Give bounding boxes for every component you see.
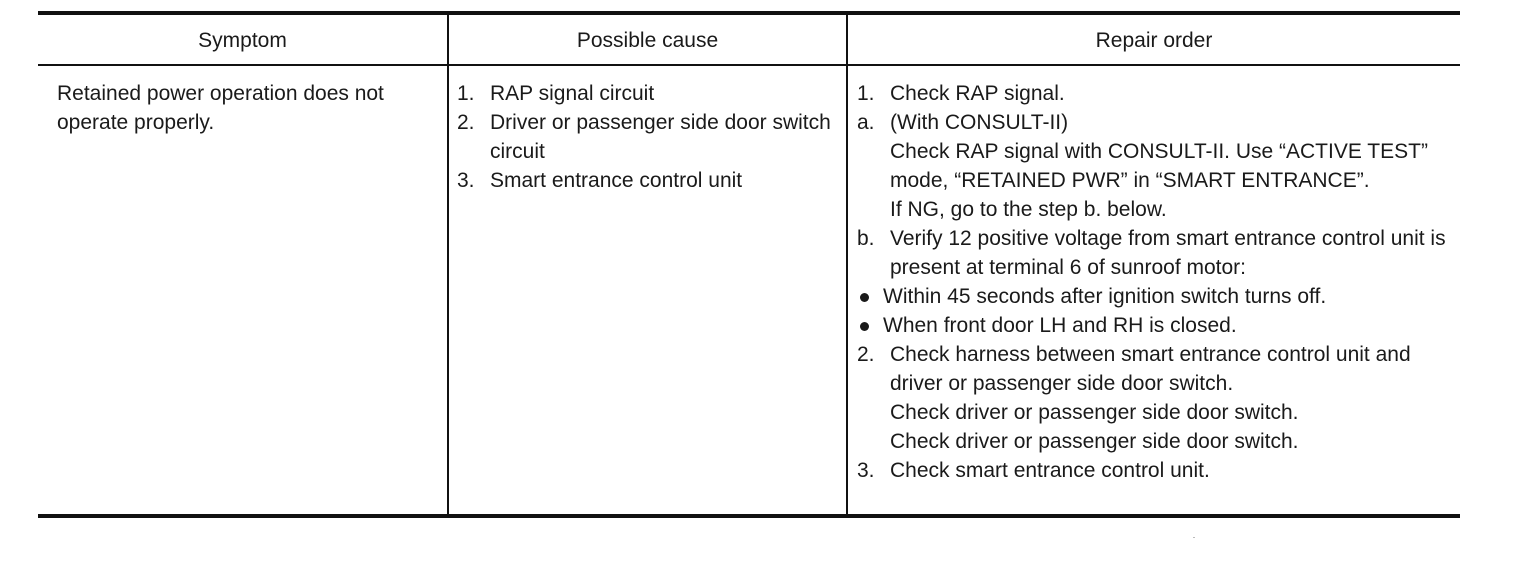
symptom-text: Retained power operation does not operat… [57,82,384,134]
bullet-text: When front door LH and RH is closed. [883,314,1237,337]
scan-speck [1193,537,1195,538]
symptom-cell: Retained power operation does not operat… [57,79,442,137]
repair-step-text: (With CONSULT-II) [890,111,1069,134]
item-number: 3. [457,169,475,192]
repair-step-1: 1. Check RAP signal. [857,79,1457,108]
header-possible-cause: Possible cause [576,29,719,52]
troubleshooting-table: Symptom Possible cause Repair order Reta… [38,11,1460,518]
repair-step-text: Check smart entrance control unit. [890,459,1210,482]
item-number: 1. [857,82,875,105]
repair-step-text: Check RAP signal. [890,82,1065,105]
repair-step-3: 3. Check smart entrance control unit. [857,456,1457,485]
item-number: 2. [457,111,475,134]
header-repair-order: Repair order [1095,29,1213,52]
repair-substep-a-detail: Check RAP signal with CONSULT-II. Use “A… [890,140,1428,192]
repair-step-2: 2. Check harness between smart entrance … [857,340,1457,398]
repair-step-2-line: Check driver or passenger side door swit… [890,430,1299,453]
cause-text: RAP signal circuit [490,82,655,105]
cause-text: Smart entrance control unit [490,169,743,192]
cause-text: Driver or passenger side door switch cir… [490,111,831,163]
item-letter: b. [857,227,875,250]
bullet-text: Within 45 seconds after ignition switch … [883,285,1327,308]
list-item: 3. Smart entrance control unit [457,166,842,195]
item-number: 1. [457,82,475,105]
bullet-item: When front door LH and RH is closed. [857,311,1457,340]
list-item: 1. RAP signal circuit [457,79,842,108]
column-divider [447,15,449,514]
item-letter: a. [857,111,875,134]
repair-step-text: Check harness between smart entrance con… [890,343,1411,395]
column-divider [846,15,848,514]
item-number: 2. [857,343,875,366]
repair-step-text: Verify 12 positive voltage from smart en… [890,227,1446,279]
bullet-item: Within 45 seconds after ignition switch … [857,282,1457,311]
possible-cause-cell: 1. RAP signal circuit 2. Driver or passe… [457,79,842,195]
table-header-row: Symptom Possible cause Repair order [38,15,1460,66]
repair-order-cell: 1. Check RAP signal. a. (With CONSULT-II… [857,79,1457,485]
list-item: 2. Driver or passenger side door switch … [457,108,842,166]
repair-substep-a-ng: If NG, go to the step b. below. [890,198,1167,221]
repair-step-2-line: Check driver or passenger side door swit… [890,401,1299,424]
header-symptom: Symptom [198,29,287,52]
repair-substep-b: b. Verify 12 positive voltage from smart… [857,224,1457,282]
item-number: 3. [857,459,875,482]
repair-substep-a: a. (With CONSULT-II) [857,108,1457,137]
